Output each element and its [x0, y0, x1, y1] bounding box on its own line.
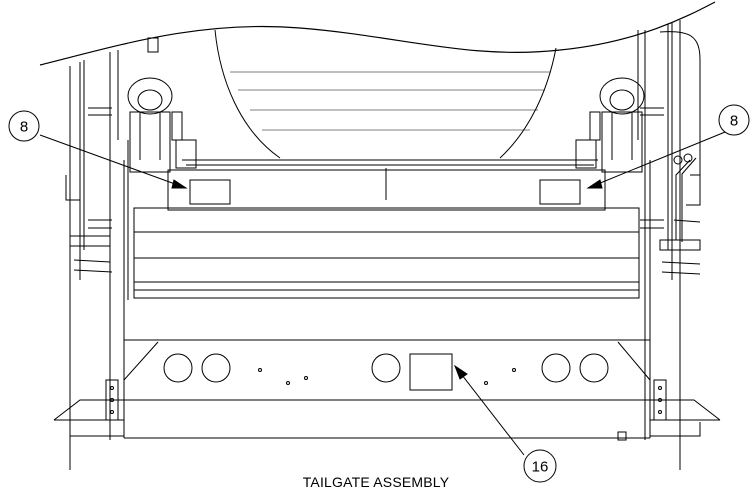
tail-light-left-outer — [163, 353, 193, 383]
right-decal — [539, 179, 581, 205]
lower-body-outline — [123, 300, 651, 439]
tailgate-top-board — [167, 169, 606, 211]
light-panel — [123, 341, 651, 401]
license-plate-box — [409, 353, 453, 391]
load-bucket-outline — [214, 29, 557, 159]
tailgate-panel — [133, 207, 640, 299]
hydraulic-lines — [673, 157, 701, 242]
drawing-caption: TAILGATE ASSEMBLY — [302, 474, 450, 490]
callout-right-8: 8 — [718, 104, 750, 136]
tail-light-center — [371, 353, 401, 383]
tail-light-left-inner — [201, 353, 231, 383]
left-decal — [189, 179, 231, 205]
left-body-side — [65, 37, 159, 470]
right-hinge-cylinder — [575, 77, 645, 173]
leader-left-8 — [39, 134, 187, 189]
break-line — [39, 1, 716, 66]
tail-light-right-inner — [541, 353, 571, 383]
svg-text:8: 8 — [20, 119, 28, 136]
leader-right-8 — [587, 129, 731, 189]
svg-text:16: 16 — [532, 459, 549, 476]
left-fender — [53, 399, 124, 421]
leader-16 — [454, 365, 525, 456]
left-hinge-cylinder — [127, 77, 197, 173]
callout-left-8: 8 — [8, 110, 40, 142]
callout-16: 16 — [523, 449, 557, 483]
tail-light-right-outer — [579, 353, 609, 383]
right-body-side — [637, 20, 701, 470]
right-fender — [650, 399, 721, 421]
svg-text:8: 8 — [730, 113, 738, 130]
